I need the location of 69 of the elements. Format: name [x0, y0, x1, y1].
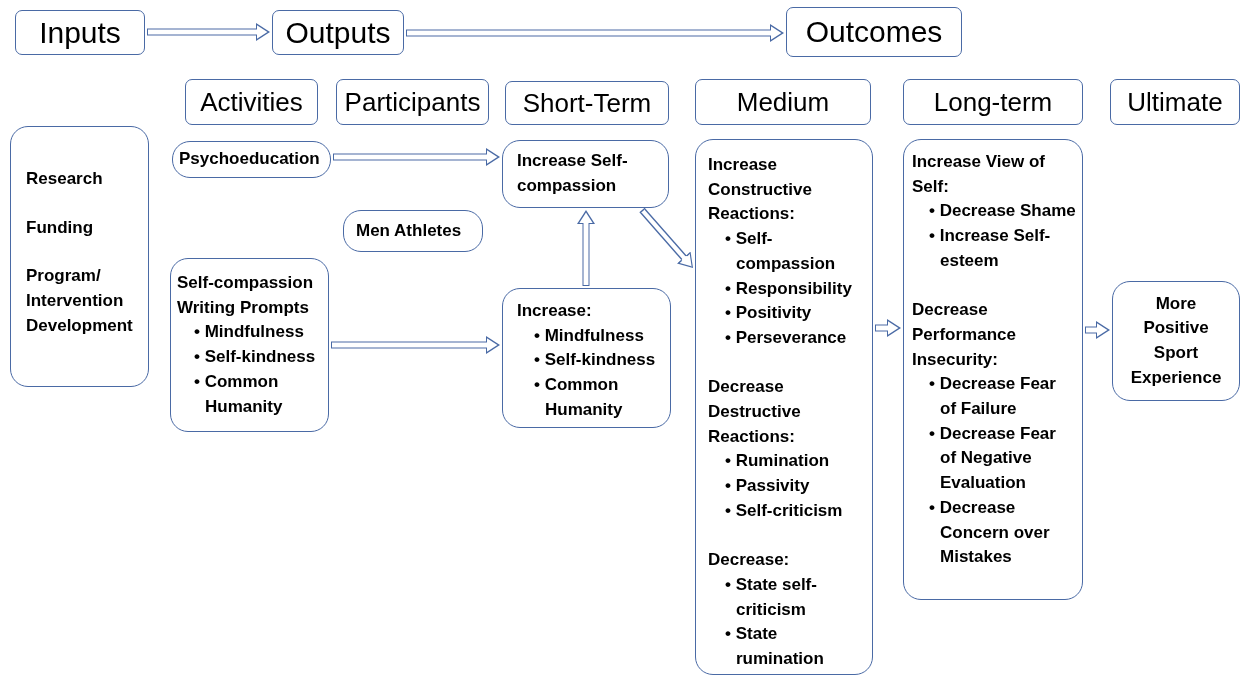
header-box — [695, 79, 871, 125]
box-text: Outcomes — [805, 15, 943, 49]
bullet-item: • Mindfulness — [193, 321, 305, 344]
bullet-item: • Self-compassion — [724, 228, 837, 275]
bullet-item: • Mindfulness — [533, 324, 645, 347]
double-line-arrow — [577, 210, 595, 286]
box-text: Inputs — [39, 15, 121, 50]
box-text: Short-Term — [522, 87, 652, 119]
bullet-item: • Self-criticism — [724, 499, 844, 522]
box-text: Increase Constructive Reactions: — [708, 154, 813, 226]
box-text: Funding — [26, 216, 95, 239]
box-text: Decrease Performance Insecurity: — [912, 299, 1017, 371]
box-text: Men Athletes — [356, 220, 463, 242]
box-text: Program/ Intervention Development — [26, 265, 134, 337]
box-text: Increase Self-compassion — [517, 150, 629, 197]
bullet-item: • Decrease Fear of Failure — [928, 373, 1057, 420]
box-text: Psychoeducation — [179, 148, 321, 170]
bullet-item: • Self-kindness — [193, 346, 317, 369]
bullet-item: • Self-kindness — [533, 349, 657, 372]
bullet-item: • State self-criticism — [724, 573, 818, 621]
bullet-item: • Positivity — [724, 302, 813, 325]
bullet-item: • Decrease Fear of Negative Evaluation — [928, 422, 1057, 495]
double-line-arrow — [639, 207, 693, 268]
box-text: Ultimate — [1127, 86, 1223, 118]
rounded-box — [502, 140, 669, 208]
box-text: Increase View of Self: — [912, 151, 1046, 198]
box-text: Medium — [736, 86, 830, 118]
bullet-item: • Decrease Shame — [928, 200, 1076, 223]
double-line-arrow — [875, 319, 901, 337]
header-box — [185, 79, 318, 125]
bullet-item: • Common Humanity — [193, 370, 284, 418]
rounded-box — [695, 139, 873, 675]
box-text: Self-compassion Writing Prompts — [177, 272, 315, 319]
box-text: Research — [26, 168, 104, 190]
double-line-arrow — [331, 336, 500, 354]
rounded-box — [170, 258, 329, 432]
bullet-item: • Decrease Concern over Mistakes — [928, 496, 1051, 569]
double-line-arrow — [1085, 321, 1110, 339]
bullet-item: • Rumination — [724, 450, 831, 473]
box-text: Participants — [344, 86, 481, 118]
rounded-box — [343, 210, 483, 252]
rounded-box — [903, 139, 1083, 600]
bullet-item: • Responsibility — [724, 277, 853, 300]
rounded-box — [172, 141, 331, 178]
double-line-arrow — [147, 23, 270, 41]
box-text: Decrease: — [708, 549, 791, 572]
header-box — [505, 81, 669, 125]
header-box — [786, 7, 962, 57]
header-box — [15, 10, 145, 55]
header-box — [903, 79, 1083, 125]
bullet-item: • Increase Self-esteem — [928, 225, 1052, 272]
box-text: Outputs — [285, 15, 391, 50]
double-line-arrow — [333, 148, 500, 166]
double-line-arrow — [406, 24, 784, 42]
rounded-box — [10, 126, 149, 387]
box-text: Long-term — [933, 86, 1053, 118]
box-text: Activities — [200, 86, 303, 118]
box-text: Increase: — [517, 300, 593, 322]
box-text: Decrease Destructive Reactions: — [708, 376, 802, 448]
box-text: More Positive Sport Experience — [1129, 292, 1223, 389]
header-box — [336, 79, 489, 125]
bullet-item: • Passivity — [724, 475, 811, 498]
header-box — [272, 10, 404, 55]
bullet-item: • State rumination — [724, 623, 825, 671]
header-box — [1110, 79, 1240, 125]
rounded-box — [1112, 281, 1240, 401]
bullet-item: • Common Humanity — [533, 374, 624, 421]
rounded-box — [502, 288, 671, 428]
bullet-item: • Perseverance — [724, 326, 848, 349]
